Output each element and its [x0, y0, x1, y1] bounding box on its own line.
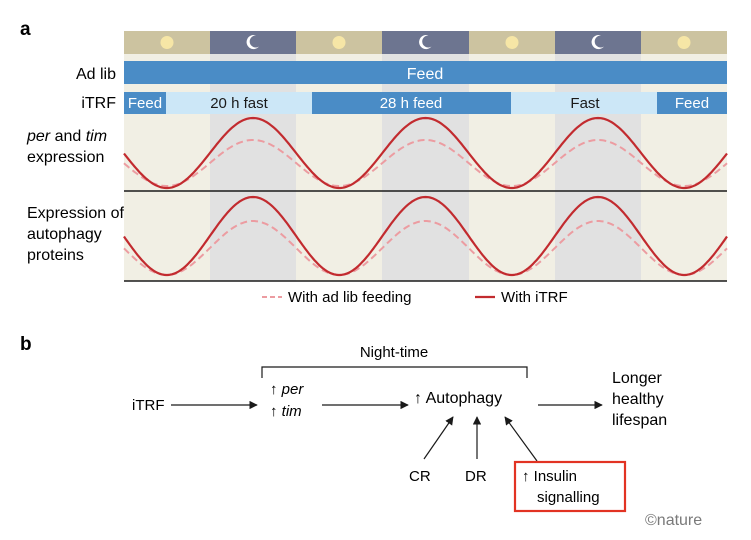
cr-node: CR — [409, 468, 431, 485]
lifespan-line2: healthy — [612, 391, 664, 408]
itrf-curve-autophagy — [123, 195, 728, 277]
moon-icon — [419, 35, 432, 50]
dr-node: DR — [465, 468, 487, 485]
day-band — [641, 54, 727, 281]
insulin-line2: signalling — [537, 489, 600, 506]
per-tim-expression-label: per and tim — [26, 128, 107, 145]
per-tim-expression-label-line2: expression — [27, 149, 104, 166]
lifespan-line1: Longer — [612, 370, 662, 387]
day-band — [124, 54, 210, 281]
sun-icon — [505, 36, 519, 49]
moon-icon — [591, 35, 604, 50]
autophagy-label-line3: proteins — [27, 247, 84, 264]
ad-lib-feed-bar — [124, 61, 727, 84]
night-band — [210, 54, 296, 281]
panel-b-label: b — [20, 334, 32, 355]
insulin-highlight-box — [513, 460, 627, 513]
day-night-bands — [124, 54, 727, 281]
ad-lib-label: Ad lib — [76, 66, 116, 83]
day-night-header — [124, 31, 727, 54]
arrow-insulin-to-autophagy — [504, 416, 538, 462]
ad-lib-feed-text: Feed — [407, 66, 443, 83]
night-header-tile — [210, 31, 296, 54]
ad-lib-curve-autophagy — [123, 220, 728, 276]
day-band — [469, 54, 555, 281]
lifespan-line3: lifespan — [612, 412, 667, 429]
night-header-tile — [555, 31, 641, 54]
day-band — [296, 54, 382, 281]
insulin-line1: ↑ Insulin — [522, 468, 577, 485]
night-time-bracket — [261, 366, 528, 378]
sun-icon — [160, 36, 174, 49]
itrf-segment-label: 28 h feed — [380, 95, 443, 112]
itrf-feed-segment-3 — [657, 92, 727, 114]
night-band — [555, 54, 641, 281]
tim-node: ↑ tim — [270, 403, 302, 420]
moon-icon — [246, 35, 259, 50]
itrf-fast-segment-1 — [166, 92, 312, 114]
per-node: ↑ per — [270, 381, 304, 398]
legend-solid-label: With iTRF — [501, 289, 568, 306]
legend-dashed-label: With ad lib feeding — [288, 289, 411, 306]
sun-icon — [677, 36, 691, 49]
itrf-label: iTRF — [81, 95, 116, 112]
sun-icon — [332, 36, 346, 49]
autophagy-label-line2: autophagy — [27, 226, 102, 243]
itrf-segment-label: Fast — [570, 95, 600, 112]
itrf-segment-label: 20 h fast — [210, 95, 268, 112]
arrow-cr-to-autophagy — [423, 416, 454, 460]
panel-a-label: a — [20, 19, 31, 40]
autophagy-node: ↑ Autophagy — [414, 390, 502, 407]
itrf-curve-per-tim — [123, 116, 728, 190]
night-band — [382, 54, 469, 281]
itrf-segment-label: Feed — [128, 95, 162, 112]
night-header-tile — [382, 31, 469, 54]
itrf-feed-segment-1 — [124, 92, 166, 114]
itrf-feed-segment-2 — [312, 92, 511, 114]
autophagy-label-line1: Expression of — [27, 205, 124, 222]
itrf-fast-segment-2 — [511, 92, 657, 114]
itrf-segment-label: Feed — [675, 95, 709, 112]
itrf-node: iTRF — [132, 397, 165, 414]
nature-credit: ©nature — [645, 512, 702, 529]
night-time-label: Night-time — [360, 344, 428, 361]
